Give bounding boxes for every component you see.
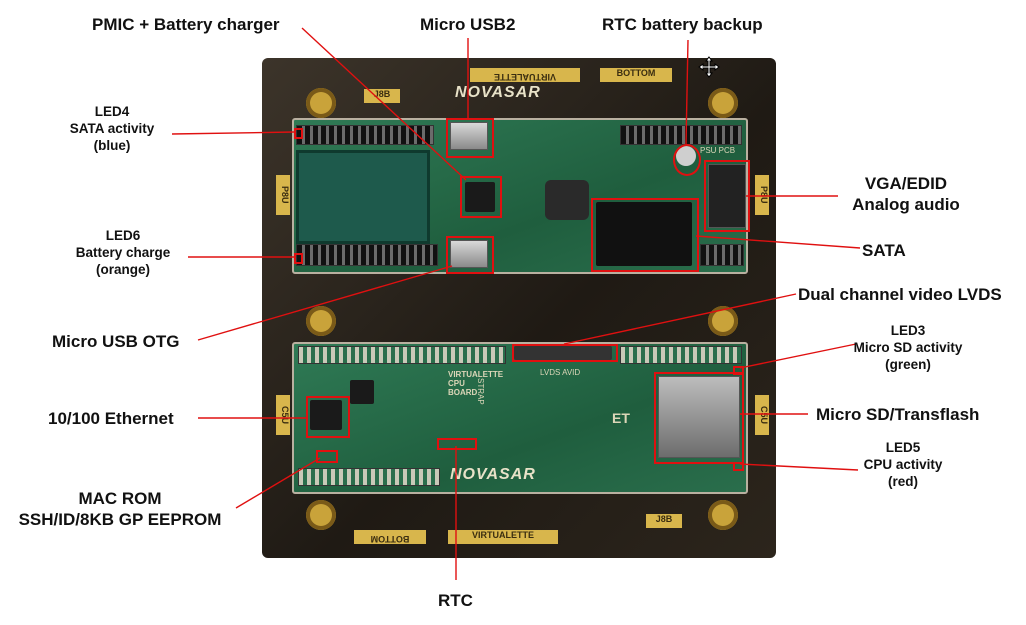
label-led3-line2: Micro SD activity (853, 339, 963, 355)
label-lvds: Dual channel video LVDS (798, 285, 1002, 304)
label-led3-line3: (green) (885, 356, 931, 372)
vga-connector (708, 164, 746, 228)
label-rtc: RTC (438, 591, 473, 610)
label-mac-rom-line1: MAC ROM (78, 489, 162, 508)
label-micro-usb2: Micro USB2 (420, 15, 516, 34)
label-led5-line3: (red) (888, 473, 918, 489)
label-vga-line1: VGA/EDID (864, 174, 948, 193)
pin-header (296, 244, 438, 266)
pin-header (620, 346, 742, 364)
label-led6-line1: LED6 (105, 228, 141, 243)
highlight-rtc-battery (673, 144, 701, 176)
label-pmic: PMIC + Battery charger (92, 15, 280, 34)
cpu-board-text: VIRTUALETTE CPU BOARD (448, 370, 504, 397)
virtualette-text-bottom: VIRTUALETTE (448, 530, 558, 544)
label-led4-line2: SATA activity (69, 120, 155, 136)
move-cursor-icon (698, 56, 720, 78)
highlight-vga (704, 160, 750, 232)
lvds-text: LVDS AVID (540, 368, 581, 377)
label-led6: LED6 Battery charge (orange) (58, 228, 188, 279)
lvds-connector (514, 346, 612, 360)
label-led5: LED5 CPU activity (red) (848, 440, 958, 491)
highlight-ethernet (306, 396, 350, 438)
ethernet-chip (310, 400, 342, 430)
tab-label-bottom: J8B (646, 514, 682, 528)
p8u-text-left: P8U (276, 175, 290, 215)
highlight-micro-usb-otg (446, 236, 494, 274)
highlight-led4 (294, 128, 303, 139)
battery-pack (296, 150, 430, 244)
label-led4-line3: (blue) (93, 137, 131, 153)
sata-connector (596, 202, 692, 266)
strap-text: STRAP (476, 378, 485, 405)
pin-header (298, 468, 440, 486)
label-micro-usb-otg: Micro USB OTG (52, 332, 180, 351)
label-led3-line1: LED3 (890, 323, 926, 338)
label-ethernet: 10/100 Ethernet (48, 409, 174, 428)
highlight-micro-usb2 (446, 118, 494, 158)
virtualette-text-top: VIRTUALETTE (470, 68, 580, 82)
c5u-text-left: C5U (276, 395, 290, 435)
bottom-text-bottom: BOTTOM (354, 530, 426, 544)
mount-pad (708, 500, 738, 530)
highlight-rtc (437, 438, 477, 450)
c5u-text-right: C5U (755, 395, 769, 435)
mount-pad (306, 306, 336, 336)
mount-pad (708, 88, 738, 118)
highlight-mac-rom (316, 450, 338, 463)
pmic-chip (465, 182, 495, 212)
highlight-led6 (294, 253, 303, 264)
processor-chip (350, 380, 374, 404)
highlight-lvds (512, 344, 618, 362)
usb-port (450, 240, 488, 268)
brand-text-top: NOVASAR (455, 84, 541, 101)
pin-header (298, 346, 506, 364)
pin-header (296, 125, 434, 145)
pin-header (620, 125, 742, 145)
pin-header (700, 244, 744, 266)
brand-text-middle: NOVASAR (450, 466, 536, 483)
label-microsd: Micro SD/Transflash (816, 405, 980, 424)
highlight-led5 (733, 462, 744, 471)
label-sata: SATA (862, 241, 906, 260)
highlight-pmic (460, 176, 502, 218)
label-led4: LED4 SATA activity (blue) (52, 104, 172, 155)
label-vga-line2: Analog audio (852, 195, 960, 215)
mount-pad (708, 306, 738, 336)
label-led3: LED3 Micro SD activity (green) (838, 323, 978, 374)
highlight-sata (591, 198, 699, 272)
bottom-text-top: BOTTOM (600, 68, 672, 82)
label-led4-line1: LED4 (94, 104, 130, 119)
et-text: ET (612, 410, 630, 426)
p8u-text-right: P8U (755, 175, 769, 215)
inductor (545, 180, 589, 220)
highlight-led3 (733, 366, 744, 375)
label-led6-line3: (orange) (96, 261, 150, 277)
highlight-microsd (654, 372, 744, 464)
label-mac-rom-line2: SSH/ID/8KB GP EEPROM (18, 510, 222, 530)
label-vga: VGA/EDID Analog audio (836, 173, 976, 216)
tab-label-top: J8B (364, 89, 400, 103)
mount-pad (306, 500, 336, 530)
label-mac-rom: MAC ROM SSH/ID/8KB GP EEPROM (12, 488, 228, 531)
label-led5-line1: LED5 (885, 440, 921, 455)
mount-pad (306, 88, 336, 118)
microsd-slot (658, 376, 740, 458)
label-led5-line2: CPU activity (863, 456, 943, 472)
label-rtc-backup: RTC battery backup (602, 15, 763, 34)
label-led6-line2: Battery charge (75, 244, 171, 260)
psu-pcb-text: PSU PCB (700, 146, 736, 155)
